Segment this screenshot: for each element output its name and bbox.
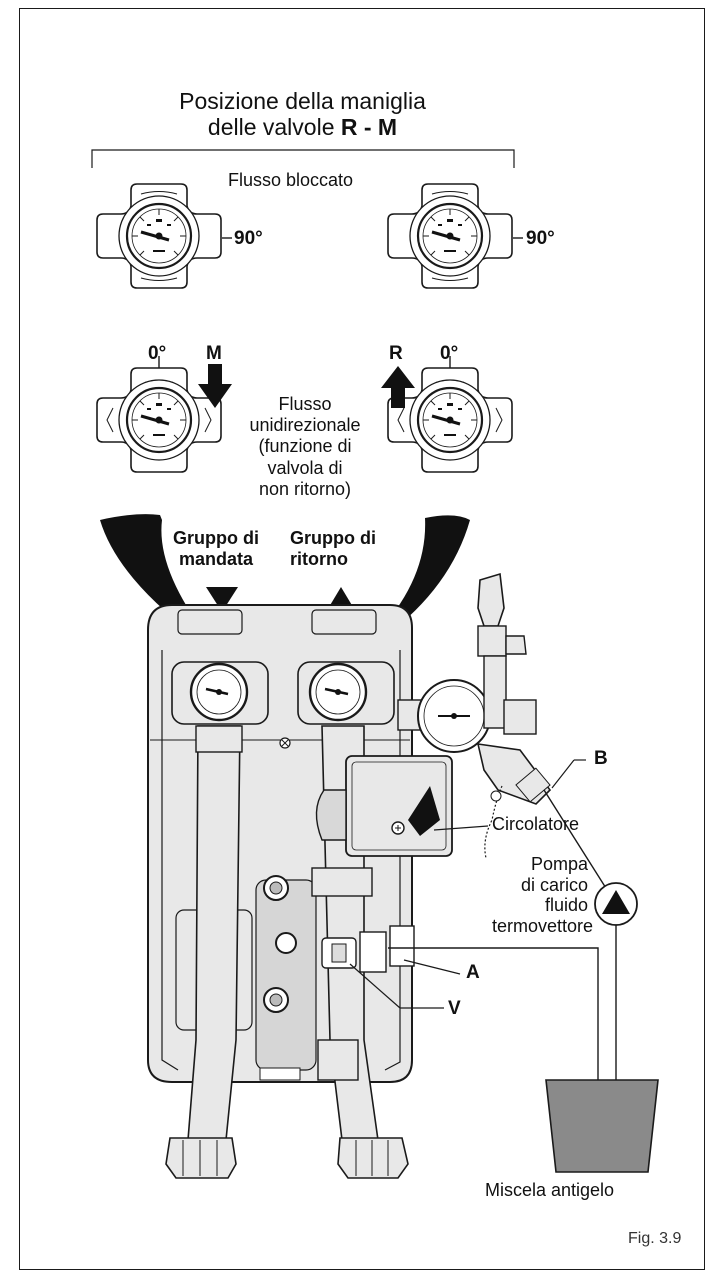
label-90-left: 90° xyxy=(234,228,263,249)
circulator-pump xyxy=(345,755,453,857)
label-m: M xyxy=(206,343,222,364)
label-r: R xyxy=(389,343,403,364)
unidirectional-line-2: unidirezionale xyxy=(249,415,361,436)
label-0-left: 0° xyxy=(148,343,167,364)
label-unidirectional: Flusso unidirezionale (funzione di valvo… xyxy=(236,394,374,500)
supply-down-triangle xyxy=(206,587,238,612)
diagram-title: Posizione della maniglia delle valvole R… xyxy=(0,88,605,141)
label-v: V xyxy=(448,998,461,1019)
valve-handle-return xyxy=(386,366,514,474)
label-charge-pump: Pompa di carico fluido termovettore xyxy=(492,854,594,937)
label-90-right: 90° xyxy=(526,228,555,249)
antifreeze-bucket xyxy=(545,1079,659,1173)
label-antifreeze: Miscela antigelo xyxy=(485,1180,615,1200)
return-arrow-icon xyxy=(381,366,415,408)
safety-valve xyxy=(477,572,505,627)
title-line-2: delle valvole R - M xyxy=(0,114,605,140)
unidirectional-line-5: non ritorno) xyxy=(258,478,352,499)
title-line-1: Posizione della maniglia xyxy=(179,88,426,114)
label-b: B xyxy=(594,748,608,769)
supply-group-line-2: mandata xyxy=(178,548,254,569)
return-group-line-2: ritorno xyxy=(290,548,348,569)
title-line-2-bold: R - M xyxy=(340,114,398,141)
supply-arrow-icon xyxy=(198,364,232,408)
label-supply-group: Gruppo di mandata xyxy=(160,528,272,569)
charge-pump-line-4: termovettore xyxy=(492,916,594,937)
charge-pump-line-3: fluido xyxy=(544,895,588,916)
label-circulator: Circolatore xyxy=(492,814,580,834)
charge-pump-line-1: Pompa xyxy=(530,854,588,874)
unidirectional-line-4: valvola di xyxy=(267,457,343,478)
label-return-group: Gruppo di ritorno xyxy=(290,528,376,569)
valve-handle-supply xyxy=(95,366,223,474)
return-group-line-1: Gruppo di xyxy=(290,528,376,548)
label-0-right: 0° xyxy=(440,343,459,364)
unidirectional-line-1: Flusso xyxy=(278,394,332,414)
charge-pump-line-2: di carico xyxy=(520,874,588,895)
title-bracket xyxy=(91,149,515,168)
unidirectional-line-3: (funzione di xyxy=(258,436,352,457)
valve-handle-blocked-left xyxy=(95,182,223,290)
supply-group-line-1: Gruppo di xyxy=(173,528,259,548)
return-fitting xyxy=(337,1137,409,1179)
title-line-2-prefix: delle valvole xyxy=(207,114,341,141)
figure-number: Fig. 3.9 xyxy=(628,1230,682,1247)
figure-frame xyxy=(19,8,705,1270)
valve-handle-blocked-right xyxy=(386,182,514,290)
label-flow-blocked: Flusso bloccato xyxy=(228,170,354,190)
label-a: A xyxy=(466,962,480,983)
supply-fitting xyxy=(165,1137,237,1179)
